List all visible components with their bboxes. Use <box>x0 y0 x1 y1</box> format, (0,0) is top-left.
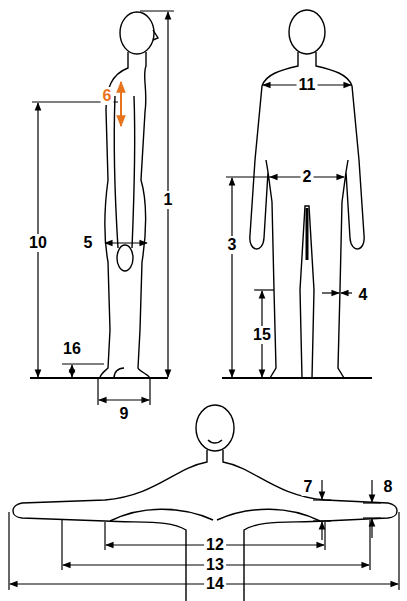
callout-number: 12 <box>204 536 226 554</box>
extension-line <box>226 176 270 177</box>
callout-number: 4 <box>357 286 370 304</box>
callout-number: 9 <box>118 405 131 423</box>
callout-number: 16 <box>61 340 83 358</box>
left-arm-outline <box>13 450 207 601</box>
dimension-line <box>99 399 149 400</box>
head-outline <box>289 10 325 54</box>
dimension-line <box>105 242 147 243</box>
callout-number: 15 <box>251 326 273 344</box>
callout-number: 8 <box>382 478 395 496</box>
body-outline <box>100 52 150 378</box>
extension-line <box>61 520 62 570</box>
dimension-line <box>371 480 372 502</box>
dimension-line <box>321 480 322 499</box>
ground-line <box>222 377 372 379</box>
mouth-outline <box>208 440 222 443</box>
t-pose-figure <box>13 405 397 601</box>
extension-line <box>363 517 381 518</box>
extension-line <box>254 289 274 290</box>
callout-number: 10 <box>27 234 49 252</box>
callout-number: 3 <box>226 236 239 254</box>
callout-number: 5 <box>82 234 95 252</box>
extension-line <box>62 363 104 364</box>
callout-number: 14 <box>204 575 226 593</box>
arm-outline <box>114 96 135 248</box>
extension-line <box>363 502 381 503</box>
front-view-figure <box>250 10 364 378</box>
dimension-line <box>231 178 232 377</box>
dimension-line <box>322 292 339 293</box>
callout-number: 1 <box>162 191 175 209</box>
side-view-figure <box>100 12 158 378</box>
inseam-line <box>306 208 309 260</box>
forearm-outline <box>110 509 320 521</box>
extension-line <box>398 512 399 590</box>
extension-line <box>149 378 150 405</box>
dimension-line <box>120 82 122 126</box>
extension-line <box>324 522 325 550</box>
right-arm-outline <box>223 450 397 601</box>
callout-number: 7 <box>302 478 315 496</box>
extension-line <box>313 520 331 521</box>
nose-outline <box>153 30 158 40</box>
front-dimensions <box>226 85 352 377</box>
dimension-line <box>321 522 322 540</box>
callout-number: 6 <box>101 87 114 105</box>
extension-line <box>140 10 174 11</box>
arm-dimensions <box>9 480 399 590</box>
extension-line <box>313 499 331 500</box>
extension-line <box>97 378 98 405</box>
extension-line <box>8 512 9 590</box>
ground-line <box>30 377 168 379</box>
ankle-outline <box>114 368 124 378</box>
side-dimensions <box>32 11 174 405</box>
dimension-line <box>71 365 72 377</box>
head-outline <box>120 12 154 54</box>
callout-number: 13 <box>204 556 226 574</box>
callout-number: 2 <box>301 168 314 186</box>
dimension-line <box>371 519 372 538</box>
head-outline <box>196 405 234 451</box>
callout-number: 11 <box>297 76 318 94</box>
hand-outline <box>117 245 133 271</box>
extension-line <box>104 522 105 550</box>
extension-line <box>369 520 370 570</box>
dimension-line <box>341 292 352 293</box>
body-outline <box>250 52 364 378</box>
